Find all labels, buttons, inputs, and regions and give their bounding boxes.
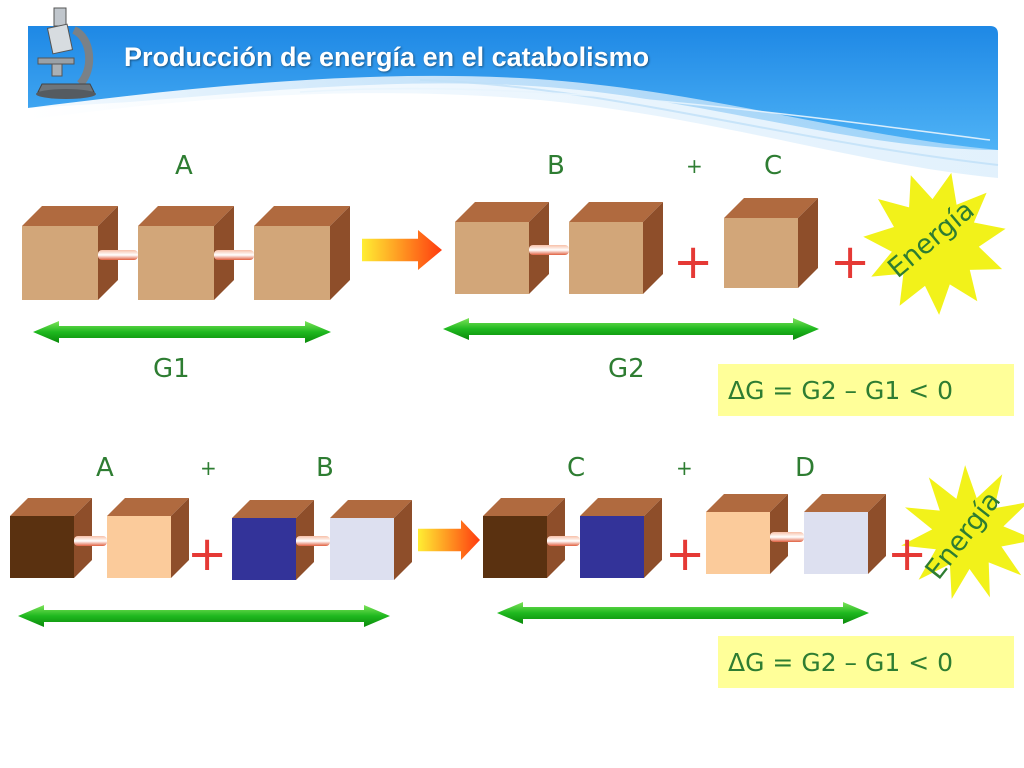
plus-sign-r2c: + [887,526,928,582]
label-d-row2: D [795,453,816,483]
bond-row1-b1 [529,245,569,255]
label-g2: G2 [608,354,645,384]
energy-burst-row2 [901,465,1024,599]
cube-row2-c-dark [483,498,565,578]
bond-row1-a2 [214,250,254,260]
cube-row2-b-lavender [330,500,412,580]
cube-row1-c2 [724,198,818,288]
cube-row1-a3 [254,206,350,300]
microscope-icon [36,7,96,99]
label-a-row1: A [175,151,193,181]
cube-row2-d-lavender [804,494,886,574]
bond-row2-d [770,532,804,542]
plus-sign-r2b: + [665,526,706,582]
row2-left-double-arrow [18,605,390,627]
bond-row1-a1 [98,250,138,260]
bond-row2-a [74,536,107,546]
label-plus-row1: + [686,154,703,178]
cube-row2-a-peach [107,498,189,578]
reaction-arrow-row1 [362,230,442,270]
bond-row2-c [547,536,580,546]
plus-sign-r1b: + [830,234,871,290]
delta-g-equation-row1: ΔG = G2 – G1 < 0 [718,364,1014,416]
diagram-layer [10,172,1024,627]
label-c-row2: C [567,453,586,483]
energy-burst-row1 [863,172,1006,315]
g1-double-arrow [33,321,331,343]
label-a-row2: A [96,453,114,483]
cube-row1-b1 [455,202,549,294]
cube-row2-d-peach [706,494,788,574]
bond-row2-b [296,536,330,546]
cube-row1-c [569,202,663,294]
reaction-arrow-row2 [418,520,480,560]
cube-row1-a1 [22,206,118,300]
delta-g-equation-row2: ΔG = G2 – G1 < 0 [718,636,1014,688]
g2-double-arrow [443,318,819,340]
cube-row2-c-navy [580,498,662,578]
label-b-row2: B [316,453,334,483]
plus-sign-r2a: + [187,526,228,582]
header-banner [28,26,999,178]
row2-right-double-arrow [497,602,869,624]
label-c-row1: C [764,151,783,181]
cube-row2-a-dark [10,498,92,578]
plus-sign-r1a: + [673,234,714,290]
label-b-row1: B [547,151,565,181]
label-plus1-row2: + [200,456,217,480]
label-g1: G1 [153,354,190,384]
slide-title: Producción de energía en el catabolismo [124,42,650,72]
cube-row1-a2 [138,206,234,300]
label-plus2-row2: + [676,456,693,480]
